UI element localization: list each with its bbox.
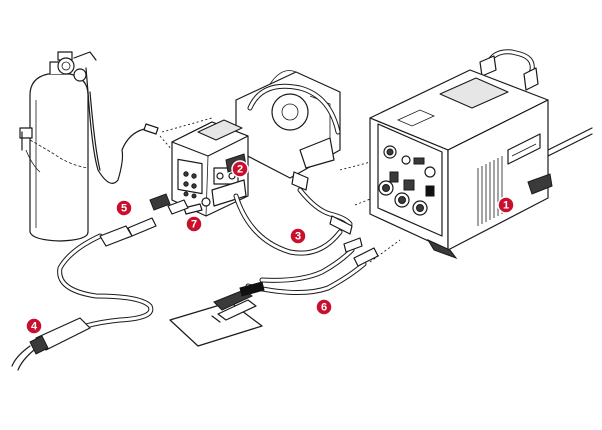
callout-layer: 1 2 3 4 5 6 7	[25, 160, 515, 335]
callout-7: 7	[185, 215, 203, 233]
callout-4: 4	[25, 317, 43, 335]
callout-badge	[497, 196, 515, 214]
callout-3: 3	[289, 227, 307, 245]
callout-number: 1	[503, 200, 509, 212]
gas-hose	[87, 91, 159, 184]
earth-clamp	[169, 281, 265, 347]
callout-2: 2	[231, 160, 249, 178]
callout-1: 1	[497, 196, 515, 214]
callout-number: 6	[321, 302, 327, 314]
callout-badge	[185, 215, 203, 233]
welding-torch	[11, 193, 189, 371]
power-source	[369, 49, 593, 260]
callout-number: 7	[191, 219, 197, 231]
gas-cylinder	[19, 51, 97, 242]
callout-badge	[25, 317, 43, 335]
wire-feeder	[171, 70, 341, 217]
callout-badge	[115, 199, 133, 217]
callout-number: 2	[237, 164, 243, 176]
callout-6: 6	[315, 298, 333, 316]
callout-badge	[289, 227, 307, 245]
callout-badge	[315, 298, 333, 316]
interconnect-cables	[233, 171, 379, 295]
callout-number: 5	[121, 203, 127, 215]
callout-number: 3	[295, 231, 301, 243]
callout-number: 4	[31, 321, 38, 333]
callout-badge	[231, 160, 249, 178]
callout-5: 5	[115, 199, 133, 217]
